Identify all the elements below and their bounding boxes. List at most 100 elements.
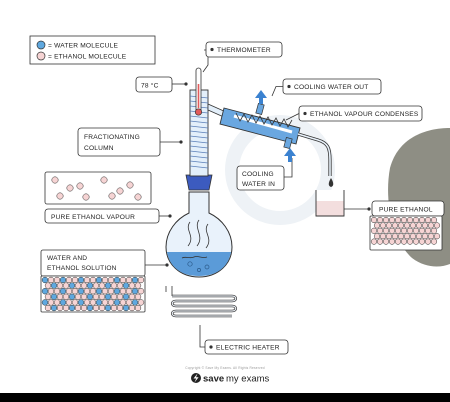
ethanol-molecule xyxy=(74,282,82,289)
ethanol-molecule xyxy=(406,238,414,245)
cooling-in-arrow xyxy=(284,148,296,162)
ethanol-molecule xyxy=(47,299,55,306)
water-molecule xyxy=(59,276,67,284)
ethanol-molecule xyxy=(92,293,100,300)
svg-text:save: save xyxy=(203,374,224,385)
ethanol-molecule xyxy=(44,293,52,300)
water-molecule xyxy=(77,299,85,306)
column-ring xyxy=(189,135,209,139)
ethanol-molecule xyxy=(108,192,116,200)
ethanol-molecule xyxy=(100,176,108,184)
ethanol-molecule xyxy=(125,276,133,284)
ethanol-molecule xyxy=(56,282,64,289)
ethanol-molecule xyxy=(137,288,145,295)
ethanol-molecule xyxy=(382,216,390,224)
cooling-water-out-label: COOLING WATER OUT xyxy=(271,78,382,97)
water-molecule xyxy=(59,299,67,306)
ethanol-molecule xyxy=(370,238,378,245)
ethanol-molecule xyxy=(128,304,136,312)
ethanol-molecule xyxy=(53,299,61,306)
ethanol-molecule xyxy=(98,282,106,289)
ethanol-molecule xyxy=(403,233,411,240)
pure-ethanol-molecules-panel xyxy=(369,215,443,251)
column-ring xyxy=(189,165,209,169)
water-molecule xyxy=(113,276,121,284)
water-molecule xyxy=(68,282,76,289)
ethanol-molecule xyxy=(83,299,91,306)
ethanol-molecule xyxy=(56,293,64,300)
ethanol-molecule xyxy=(128,282,136,289)
ethanol-molecule xyxy=(394,227,402,234)
ethanol-molecule xyxy=(394,238,402,245)
cooling-out-arrow xyxy=(255,90,267,104)
ethanol-molecule xyxy=(412,216,420,224)
ethanol-molecule xyxy=(376,238,384,245)
svg-text:ETHANOL VAPOUR CONDENSES: ETHANOL VAPOUR CONDENSES xyxy=(310,111,419,118)
ethanol-molecule xyxy=(415,233,423,240)
ethanol-molecule xyxy=(98,304,106,312)
legend-ethanol-label: = ETHANOL MOLECULE xyxy=(48,54,127,61)
column-ring xyxy=(189,150,209,154)
water-molecule xyxy=(95,276,103,284)
ethanol-molecule xyxy=(92,304,100,312)
round-bottom-flask xyxy=(165,191,233,278)
ethanol-molecule xyxy=(409,233,417,240)
ethanol-molecule-icon xyxy=(36,51,46,61)
ethanol-molecule xyxy=(376,216,384,224)
solution-label: WATER AND ETHANOL SOLUTION xyxy=(40,249,169,277)
column-ring xyxy=(189,125,209,129)
water-molecule xyxy=(113,299,121,306)
cooling-water-in-label: COOLING WATER IN xyxy=(236,158,293,191)
ethanol-molecule xyxy=(66,184,74,192)
svg-text:WATER IN: WATER IN xyxy=(242,181,275,188)
water-molecule xyxy=(50,304,58,312)
ethanol-molecule xyxy=(370,227,378,234)
ethanol-molecule xyxy=(418,216,426,224)
water-molecule xyxy=(131,276,139,284)
ethanol-molecule xyxy=(44,304,52,312)
svg-text:78 °C: 78 °C xyxy=(141,82,159,90)
ethanol-molecule xyxy=(56,304,64,312)
column-ring xyxy=(189,120,209,124)
ethanol-molecule xyxy=(430,227,438,234)
ethanol-molecule xyxy=(47,276,55,284)
water-molecule xyxy=(41,288,49,295)
water-molecule xyxy=(113,288,121,295)
water-molecule xyxy=(86,293,94,300)
water-molecule xyxy=(122,293,130,300)
ethanol-molecule xyxy=(44,282,52,289)
ethanol-molecule xyxy=(82,193,90,201)
ethanol-molecule xyxy=(385,222,393,229)
ethanol-molecule xyxy=(424,227,432,234)
legend-water-label: = WATER MOLECULE xyxy=(48,43,118,50)
svg-text:PURE ETHANOL: PURE ETHANOL xyxy=(379,207,433,214)
pure-vapour-label: PURE ETHANOL VAPOUR xyxy=(44,208,172,224)
svg-text:COOLING WATER OUT: COOLING WATER OUT xyxy=(294,84,368,91)
svg-text:WATER AND: WATER AND xyxy=(47,255,87,262)
vapour-molecules-panel xyxy=(44,171,152,205)
ethanol-molecule xyxy=(433,222,441,229)
ethanol-molecule xyxy=(80,293,88,300)
ethanol-molecule xyxy=(107,276,115,284)
ethanol-molecule xyxy=(406,216,414,224)
ethanol-molecule xyxy=(379,233,387,240)
ethanol-molecule xyxy=(126,181,134,189)
watermark-circle xyxy=(225,115,335,225)
ethanol-molecule xyxy=(110,282,118,289)
ethanol-molecule xyxy=(107,299,115,306)
ethanol-molecule xyxy=(134,304,142,312)
condenser xyxy=(219,102,332,176)
water-molecule xyxy=(95,288,103,295)
thermometer xyxy=(194,67,203,116)
water-molecule xyxy=(95,299,103,306)
water-molecule xyxy=(41,299,49,306)
water-molecule xyxy=(68,293,76,300)
ethanol-molecule xyxy=(400,227,408,234)
ethanol-molecule xyxy=(74,293,82,300)
water-molecule xyxy=(77,276,85,284)
ethanol-molecule xyxy=(71,288,79,295)
svg-text:PURE ETHANOL VAPOUR: PURE ETHANOL VAPOUR xyxy=(51,214,135,221)
ethanol-molecule xyxy=(101,276,109,284)
ethanol-molecule xyxy=(382,238,390,245)
drip-drop xyxy=(328,178,334,187)
